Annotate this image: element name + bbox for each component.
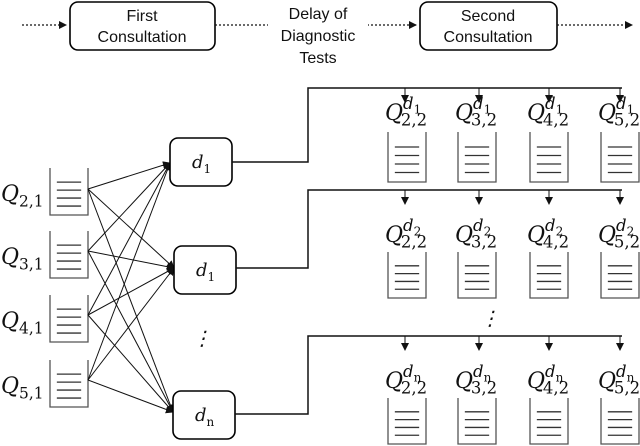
input-queue-label: Q2,1 (1, 182, 44, 211)
output-queue (600, 132, 640, 183)
output-queue (600, 252, 640, 299)
delay-label-line1: Delay of (289, 6, 348, 23)
routing-arrow (87, 314, 174, 413)
input-queue (49, 295, 89, 343)
routing-arrow (87, 188, 175, 413)
first-consultation-line1: First (126, 8, 158, 25)
routing-arrow (87, 188, 175, 269)
routing-arrow (87, 267, 175, 381)
input-queue-label: Q5,1 (1, 374, 44, 403)
second-consultation-line1: Second (461, 8, 515, 25)
delay-label-line2: Diagnostic (281, 28, 356, 45)
routing-arrow (87, 250, 175, 271)
input-queue (49, 231, 89, 279)
queue-rows-ellipsis: ⋮ (480, 306, 500, 330)
output-queue (457, 252, 497, 299)
dispatch-bus (236, 189, 622, 269)
second-consultation-box: Second Consultation (419, 1, 558, 51)
output-queue (600, 398, 640, 445)
diagnostic-server-box: dn (172, 390, 236, 440)
delay-label: Delay of Diagnostic Tests (268, 4, 368, 68)
servers-ellipsis: ⋮ (192, 326, 212, 350)
dispatch-bus (232, 87, 622, 163)
routing-arrow (87, 267, 175, 316)
routing-arrow (87, 161, 171, 190)
routing-arrow (87, 162, 171, 252)
output-queue (457, 398, 497, 445)
routing-arrow (87, 162, 172, 381)
output-queue (387, 398, 427, 445)
input-queue-label: Q3,1 (1, 245, 44, 274)
output-queue (529, 132, 569, 183)
input-queue-label: Q4,1 (1, 309, 44, 338)
second-consultation-line2: Consultation (444, 29, 533, 46)
diagnostic-server-box: d1 (169, 137, 233, 187)
diagnostic-server-label: dn (195, 405, 215, 429)
routing-arrow (87, 379, 174, 414)
diagnostic-server-label: d1 (192, 152, 211, 176)
first-consultation-box: First Consultation (69, 1, 216, 51)
output-queue (529, 398, 569, 445)
routing-arrow (87, 250, 174, 413)
output-queue (387, 252, 427, 299)
output-queue (457, 132, 497, 183)
output-queue (387, 132, 427, 183)
dispatch-bus (235, 335, 622, 415)
output-queue (529, 252, 569, 299)
delay-label-line3: Tests (299, 50, 336, 67)
input-queue (49, 168, 89, 216)
diagnostic-server-box: d1 (173, 245, 237, 295)
diagnostic-server-label: d1 (196, 260, 215, 284)
first-consultation-line2: Consultation (98, 29, 187, 46)
input-queue (49, 360, 89, 408)
routing-arrow (87, 162, 171, 316)
